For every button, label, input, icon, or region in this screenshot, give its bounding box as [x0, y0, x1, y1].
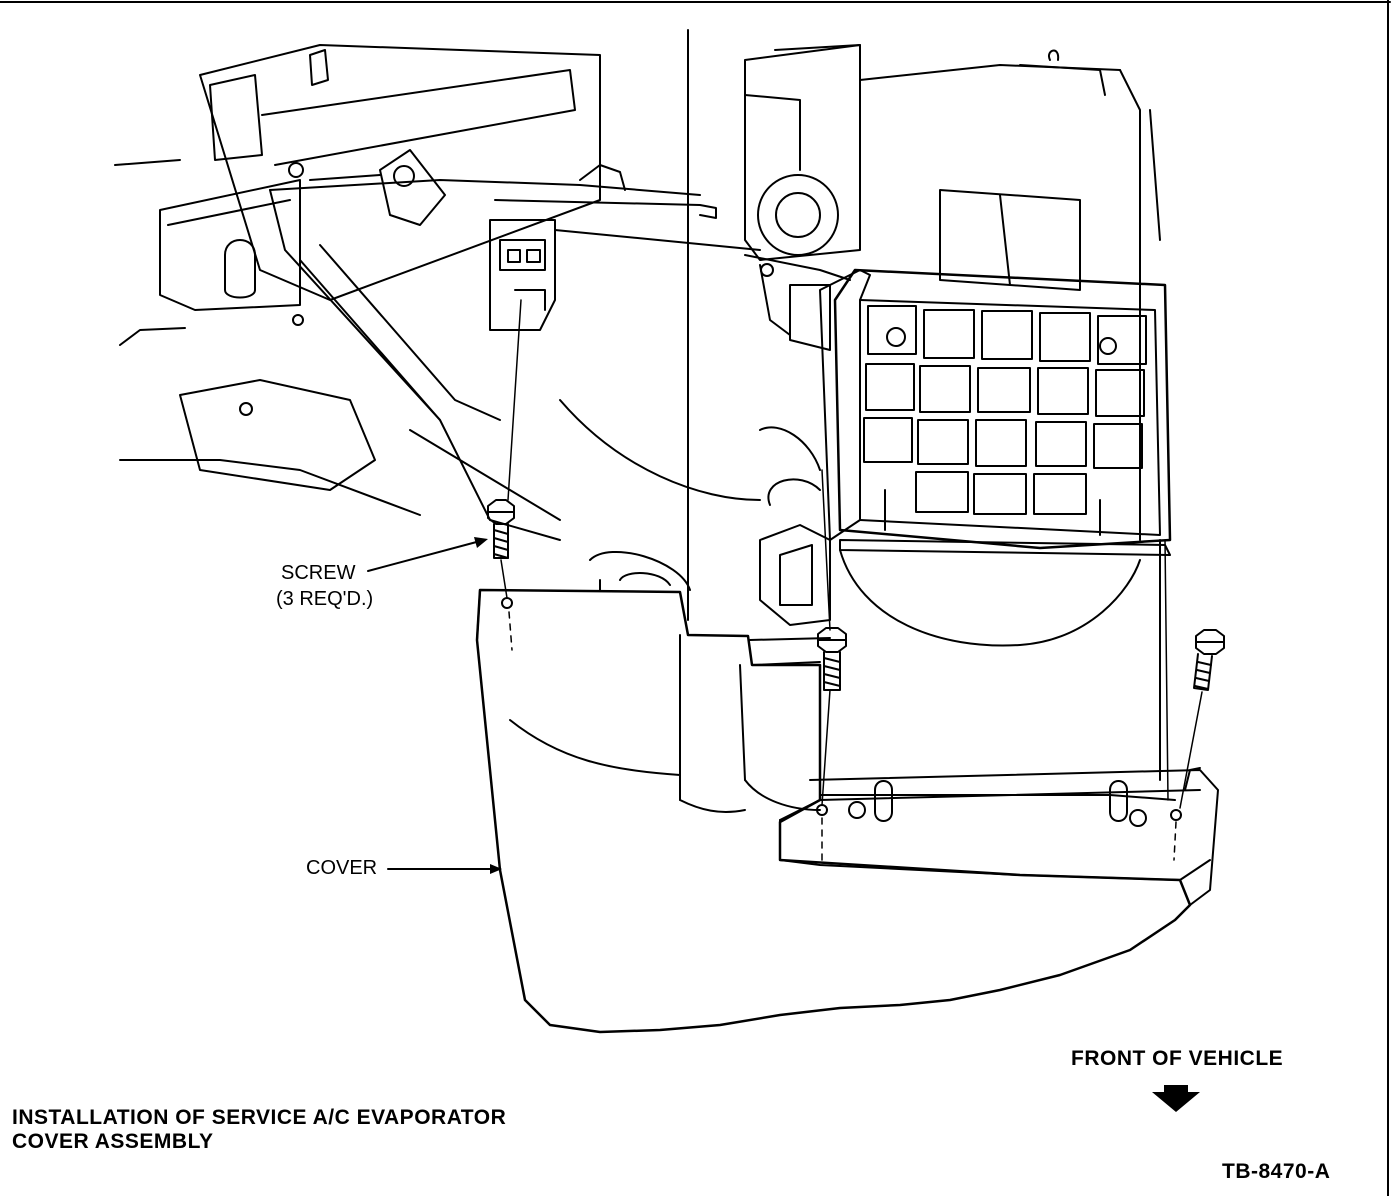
- screw-hole: [501, 597, 513, 609]
- arrow-down-icon: [1152, 1092, 1200, 1112]
- housing-bolt: [239, 402, 253, 416]
- screw-leader-arrowhead: [474, 537, 488, 548]
- left-housing: [114, 44, 601, 516]
- figure-caption-line-1: INSTALLATION OF SERVICE A/C EVAPORATOR: [12, 1106, 507, 1129]
- blower-scroll: [759, 426, 1141, 647]
- screw-right: [1193, 629, 1225, 691]
- screw-left: [487, 499, 515, 559]
- screw-label: SCREW: [281, 562, 356, 584]
- housing-bolt: [292, 314, 304, 326]
- figure-id: TB-8470-A: [1222, 1160, 1331, 1183]
- screw-leader: [367, 539, 485, 572]
- recirculation-grille: [819, 268, 1172, 781]
- cover-label: COVER: [306, 857, 378, 879]
- blower-motor-body: [757, 174, 839, 256]
- figure-caption-line-2: COVER ASSEMBLY: [12, 1130, 214, 1153]
- cover-leader-arrowhead: [490, 864, 502, 874]
- screw-hole: [1170, 809, 1182, 821]
- alignment-lines: [500, 299, 1203, 861]
- housing-bolt: [288, 162, 304, 178]
- screw-quantity-label: (3 REQ'D.): [276, 588, 374, 610]
- blower-motor: [744, 44, 1161, 541]
- front-of-vehicle-label: FRONT OF VEHICLE: [1071, 1047, 1284, 1070]
- arrow-down-icon-stem: [1164, 1085, 1188, 1093]
- screw-middle: [817, 627, 847, 691]
- evaporator-cover: [475, 572, 1192, 1034]
- center-duct: [269, 29, 761, 621]
- actuator-bracket: [489, 219, 556, 331]
